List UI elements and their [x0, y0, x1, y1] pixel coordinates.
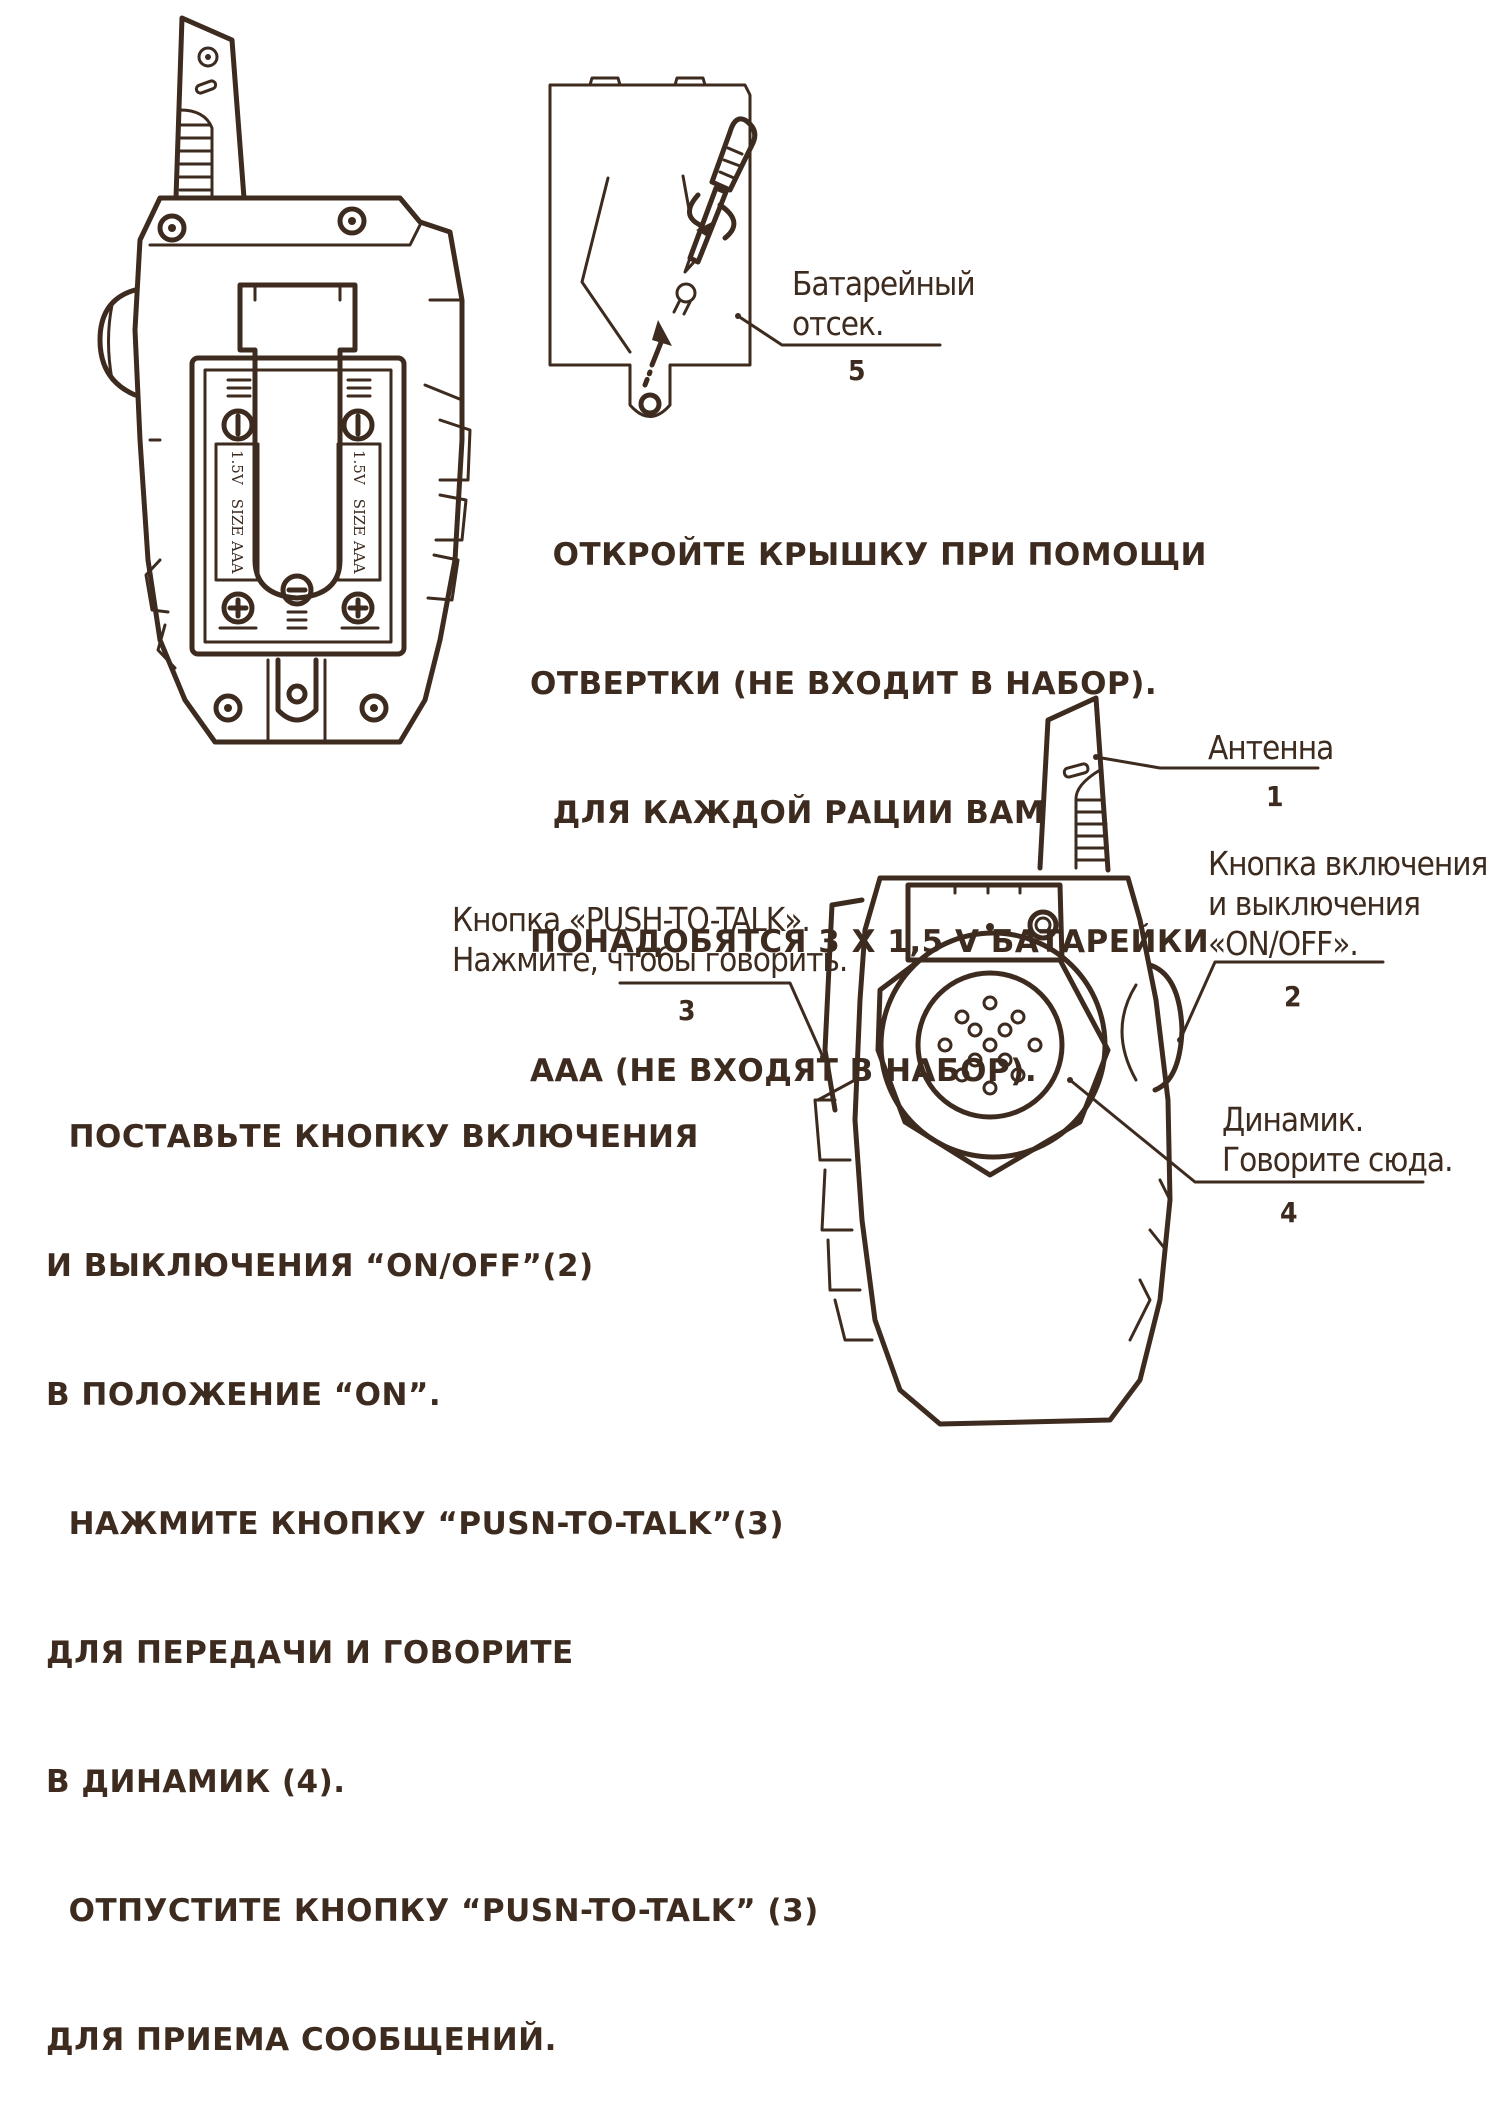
usage-instruction-line: В ДИНАМИК (4). — [46, 1764, 346, 1800]
usage-instructions: ПОСТАВЬТЕ КНОПКУ ВКЛЮЧЕНИЯ И ВЫКЛЮЧЕНИЯ … — [46, 1030, 819, 2105]
speaker-label-line1: Динамик. — [1222, 1100, 1364, 1139]
usage-instruction-line: И ВЫКЛЮЧЕНИЯ “ON/OFF”(2) — [46, 1248, 594, 1284]
antenna-label: Антенна — [1208, 728, 1334, 767]
battery-instruction-line: ДЛЯ КАЖДОЙ РАЦИИ ВАМ — [530, 795, 1046, 831]
antenna-coil-back — [178, 123, 212, 192]
power-label-line1: Кнопка включения — [1208, 844, 1488, 883]
usage-instruction-line: ДЛЯ ПЕРЕДАЧИ И ГОВОРИТЕ — [46, 1635, 574, 1671]
battery-label-line2: отсек. — [792, 304, 884, 343]
battery-right-label: 1.5VSIZE AAA — [350, 450, 368, 574]
callout-number-5: 5 — [848, 354, 866, 387]
ptt-label-line1: Кнопка «PUSH-TO-TALK». — [452, 900, 811, 939]
battery-left-label: 1.5VSIZE AAA — [228, 450, 246, 574]
battery-left — [214, 378, 260, 630]
battery-instruction-line: ААА (НЕ ВХОДЯТ В НАБОР). — [530, 1053, 1038, 1089]
walkie-talkie-back-view — [97, 15, 472, 745]
usage-instruction-line: ДЛЯ ПРИЕМА СООБЩЕНИЙ. — [46, 2022, 557, 2058]
battery-label-line1: Батарейный — [792, 264, 976, 303]
power-button-label: Кнопка включения и выключения «ON/OFF». — [1208, 844, 1488, 964]
ptt-button-label: Кнопка «PUSH-TO-TALK». Нажмите, чтобы го… — [452, 900, 848, 980]
screwdriver-icon — [683, 116, 758, 274]
walkie-talkie-front-view — [618, 695, 1425, 1427]
battery-instruction-line: ОТВЕРТКИ (НЕ ВХОДИТ В НАБОР). — [530, 666, 1158, 702]
battery-instruction-line: ОТКРОЙТЕ КРЫШКУ ПРИ ПОМОЩИ — [530, 537, 1208, 573]
usage-instruction-line: В ПОЛОЖЕНИЕ “ON”. — [46, 1377, 442, 1413]
ptt-label-line2: Нажмите, чтобы говорить. — [452, 940, 848, 979]
callout-number-3: 3 — [678, 994, 696, 1027]
speaker-label-line2: Говорите сюда. — [1222, 1140, 1454, 1179]
usage-instruction-line: НАЖМИТЕ КНОПКУ “PUSN-TO-TALK”(3) — [46, 1506, 785, 1542]
battery-instruction-line: ПОНАДОБЯТСЯ 3 Х 1,5 V БАТАРЕЙКИ — [530, 924, 1210, 960]
power-label-line2: и выключения — [1208, 884, 1421, 923]
battery-middle — [280, 573, 314, 630]
callout-number-4: 4 — [1280, 1196, 1298, 1229]
callout-number-2: 2 — [1284, 980, 1302, 1013]
arrow-up-icon — [642, 320, 672, 388]
speaker-grille — [937, 995, 1043, 1096]
power-label-line3: «ON/OFF». — [1208, 924, 1359, 963]
battery-right — [336, 378, 382, 630]
usage-instruction-line: ПОСТАВЬТЕ КНОПКУ ВКЛЮЧЕНИЯ — [46, 1119, 699, 1155]
battery-compartment-label: Батарейный отсек. — [792, 264, 976, 344]
screw-icon — [672, 282, 697, 316]
battery-cover-illustration — [548, 76, 942, 418]
usage-instruction-line: ОТПУСТИТЕ КНОПКУ “PUSN-TO-TALK” (3) — [46, 1893, 819, 1929]
antenna-coil-front — [1074, 798, 1110, 862]
speaker-label: Динамик. Говорите сюда. — [1222, 1100, 1454, 1180]
callout-number-1: 1 — [1266, 780, 1284, 813]
diagram-artwork: 1.5VSIZE AAA 1.5VSIZE AAA — [97, 15, 1425, 1427]
battery-instructions: ОТКРОЙТЕ КРЫШКУ ПРИ ПОМОЩИ ОТВЕРТКИ (НЕ … — [530, 448, 1209, 1136]
